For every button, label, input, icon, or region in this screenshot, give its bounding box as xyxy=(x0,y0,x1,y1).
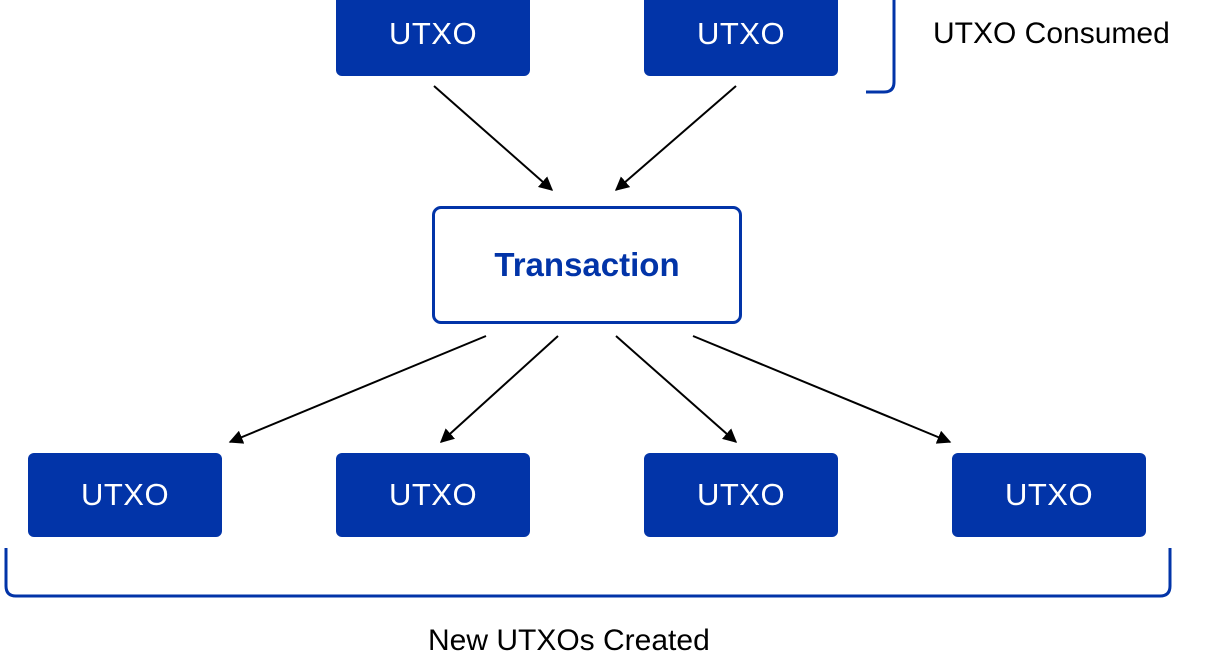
created-utxo-label: UTXO xyxy=(1004,477,1094,512)
consumed-utxo-label: UTXO xyxy=(696,16,786,51)
arrow-output-2 xyxy=(439,335,559,443)
created-utxo-box: UTXO xyxy=(28,453,222,537)
created-bracket xyxy=(4,548,1172,598)
created-utxo-box: UTXO xyxy=(952,453,1146,537)
arrow-input-2 xyxy=(614,85,737,191)
consumed-utxo-box: UTXO xyxy=(644,0,838,76)
arrow-output-4 xyxy=(692,335,952,444)
consumed-bracket xyxy=(866,0,896,94)
created-utxo-label: UTXO xyxy=(388,477,478,512)
created-utxo-box: UTXO xyxy=(336,453,530,537)
transaction-label: Transaction xyxy=(494,246,680,283)
connector-layer xyxy=(4,0,1172,598)
created-utxo-box: UTXO xyxy=(644,453,838,537)
arrow-output-3 xyxy=(615,335,738,443)
transaction-box: Transaction xyxy=(432,206,742,324)
arrow-input-1 xyxy=(433,85,554,191)
created-utxo-label: UTXO xyxy=(80,477,170,512)
arrow-output-1 xyxy=(228,335,487,444)
consumed-utxo-label: UTXO xyxy=(388,16,478,51)
consumed-utxo-box: UTXO xyxy=(336,0,530,76)
utxo-diagram: UTXO UTXO UTXO Consumed Transaction UTXO… xyxy=(4,0,1172,657)
consumed-label: UTXO Consumed xyxy=(933,17,1170,50)
created-utxo-label: UTXO xyxy=(696,477,786,512)
created-label: New UTXOs Created xyxy=(428,624,710,657)
